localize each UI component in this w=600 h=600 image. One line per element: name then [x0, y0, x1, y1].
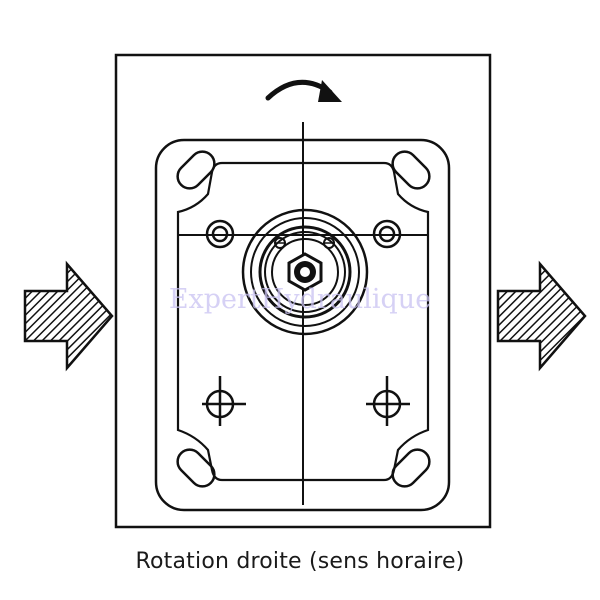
drive-shaft-assembly [241, 208, 369, 336]
diagram-caption: Rotation droite (sens horaire) [135, 549, 465, 574]
corner-slots [176, 150, 431, 488]
lower-bolt-holes [202, 376, 410, 426]
pump-frame [114, 53, 492, 529]
outlet-flow-arrow-icon [496, 260, 587, 372]
rotation-arrow-icon [265, 79, 342, 102]
watermark-logo: ExpertHydraulique [169, 284, 431, 315]
inlet-flow-arrow-icon [23, 260, 114, 372]
upper-bolt-holes [205, 219, 402, 249]
pump-body-outline [176, 161, 430, 482]
